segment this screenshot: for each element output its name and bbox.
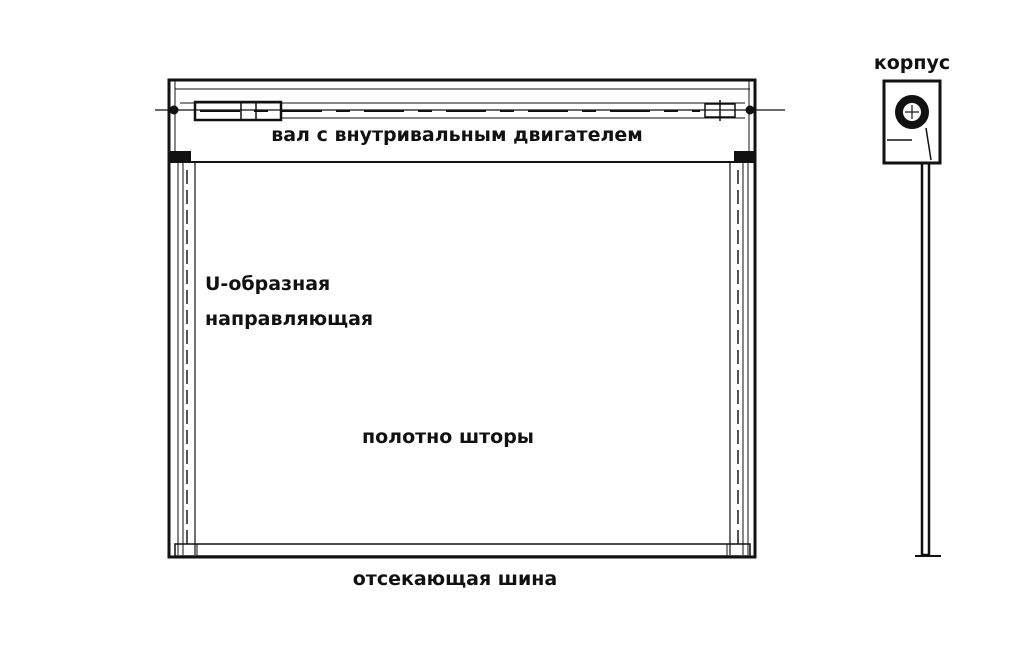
bottom-bar <box>174 543 751 557</box>
motor-tube <box>193 100 283 122</box>
side-view <box>882 79 942 557</box>
right-guide-rail <box>729 163 749 555</box>
label-bottom-bar: отсекающая шина <box>353 568 557 590</box>
front-view <box>155 78 785 559</box>
label-fabric: полотно шторы <box>362 426 534 448</box>
left-guide-rail <box>177 163 196 555</box>
label-housing: корпус <box>874 52 950 74</box>
roll-icon <box>895 95 929 129</box>
labels: вал с внутривальным двигателем U-образна… <box>205 52 950 590</box>
guide-profile <box>920 161 931 557</box>
housing-box <box>882 79 942 165</box>
label-shaft: вал с внутривальным двигателем <box>271 124 643 146</box>
outer-frame <box>167 78 757 559</box>
label-guide-line1: U-образная <box>205 273 330 295</box>
label-guide-line2: направляющая <box>205 308 373 330</box>
